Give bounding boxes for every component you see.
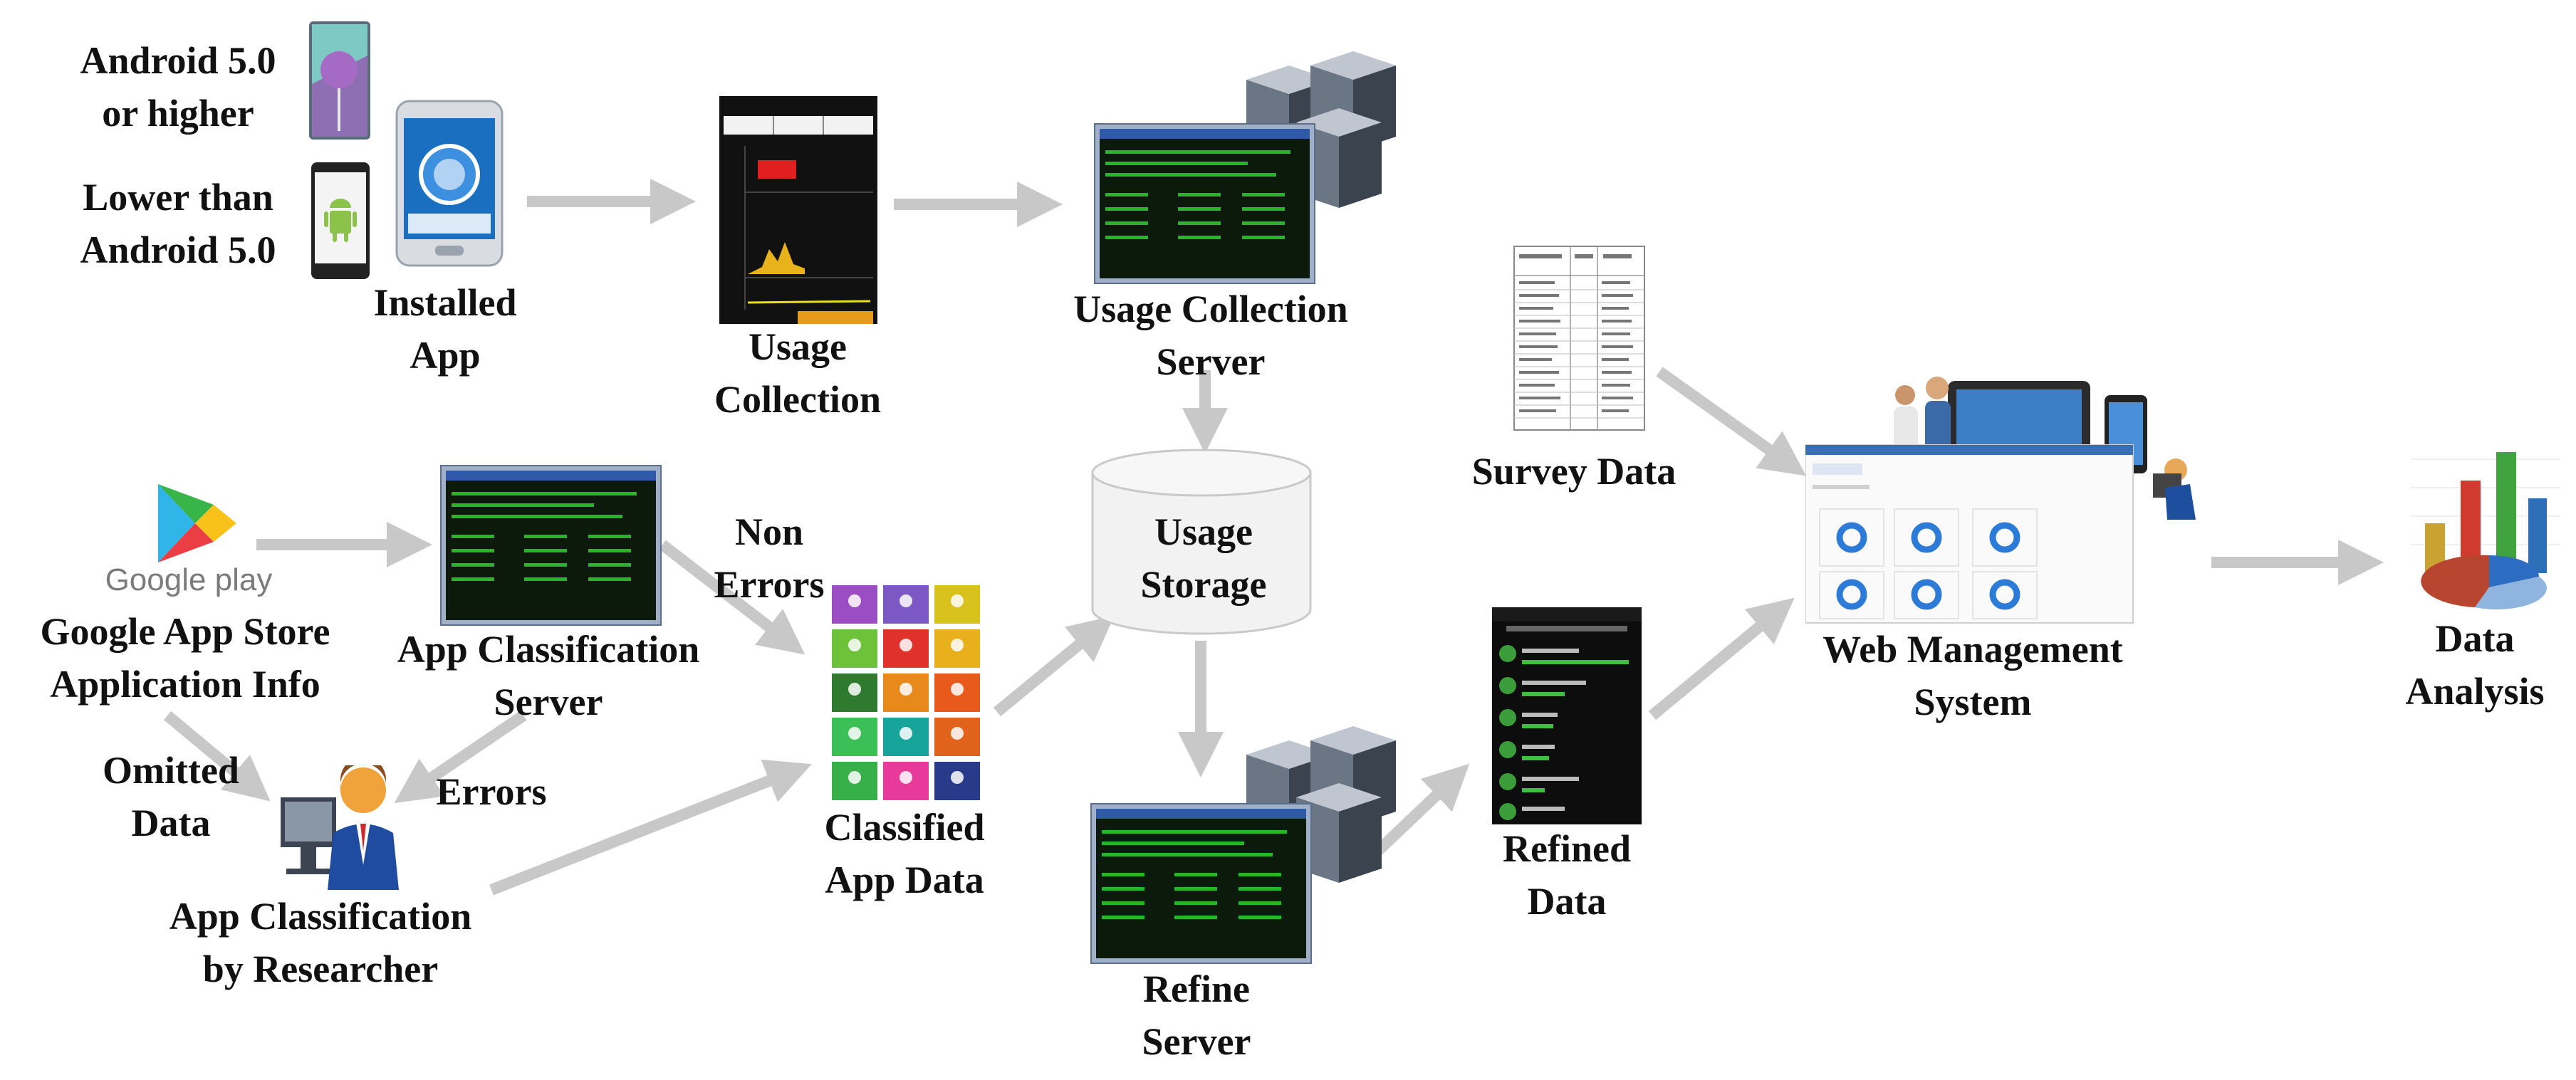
google-play-logo-text: Google play [105,562,273,597]
battery-usage-phone-icon [1492,607,1642,824]
installed-app-phone-icon [395,100,504,267]
errors-label: Errors [436,770,547,813]
arrow-survey-to-web [1656,367,1807,476]
google-play-icon [158,484,236,562]
arrow-refine-to-refined [1374,763,1470,855]
researcher-at-computer-icon [281,765,399,890]
arrow-playinfo-to-researcher [163,711,271,802]
arrow-classserver-to-researcher [394,711,527,803]
terminal-window-icon [1095,125,1314,283]
data-analysis-charts-icon [2404,431,2569,612]
app-category-grid-icon [832,585,980,800]
terminal-window-icon [442,466,660,624]
arrow-researcher-to-grid [489,759,812,896]
web-dashboard-icon [1805,377,2196,624]
database-cylinder-icon [1091,449,1312,635]
arrow-classserver-to-grid [659,540,805,655]
android-phone-icon [311,162,370,279]
survey-data-label: Survey Data [1471,450,1677,493]
terminal-window-icon [1092,804,1310,963]
lollipop-phone-icon [309,21,370,140]
arrow-refined-to-web [1648,597,1795,720]
arrow-grid-to-storage [993,615,1115,717]
usage-collection-phone-icon [719,96,877,324]
survey-table-icon [1513,246,1645,431]
